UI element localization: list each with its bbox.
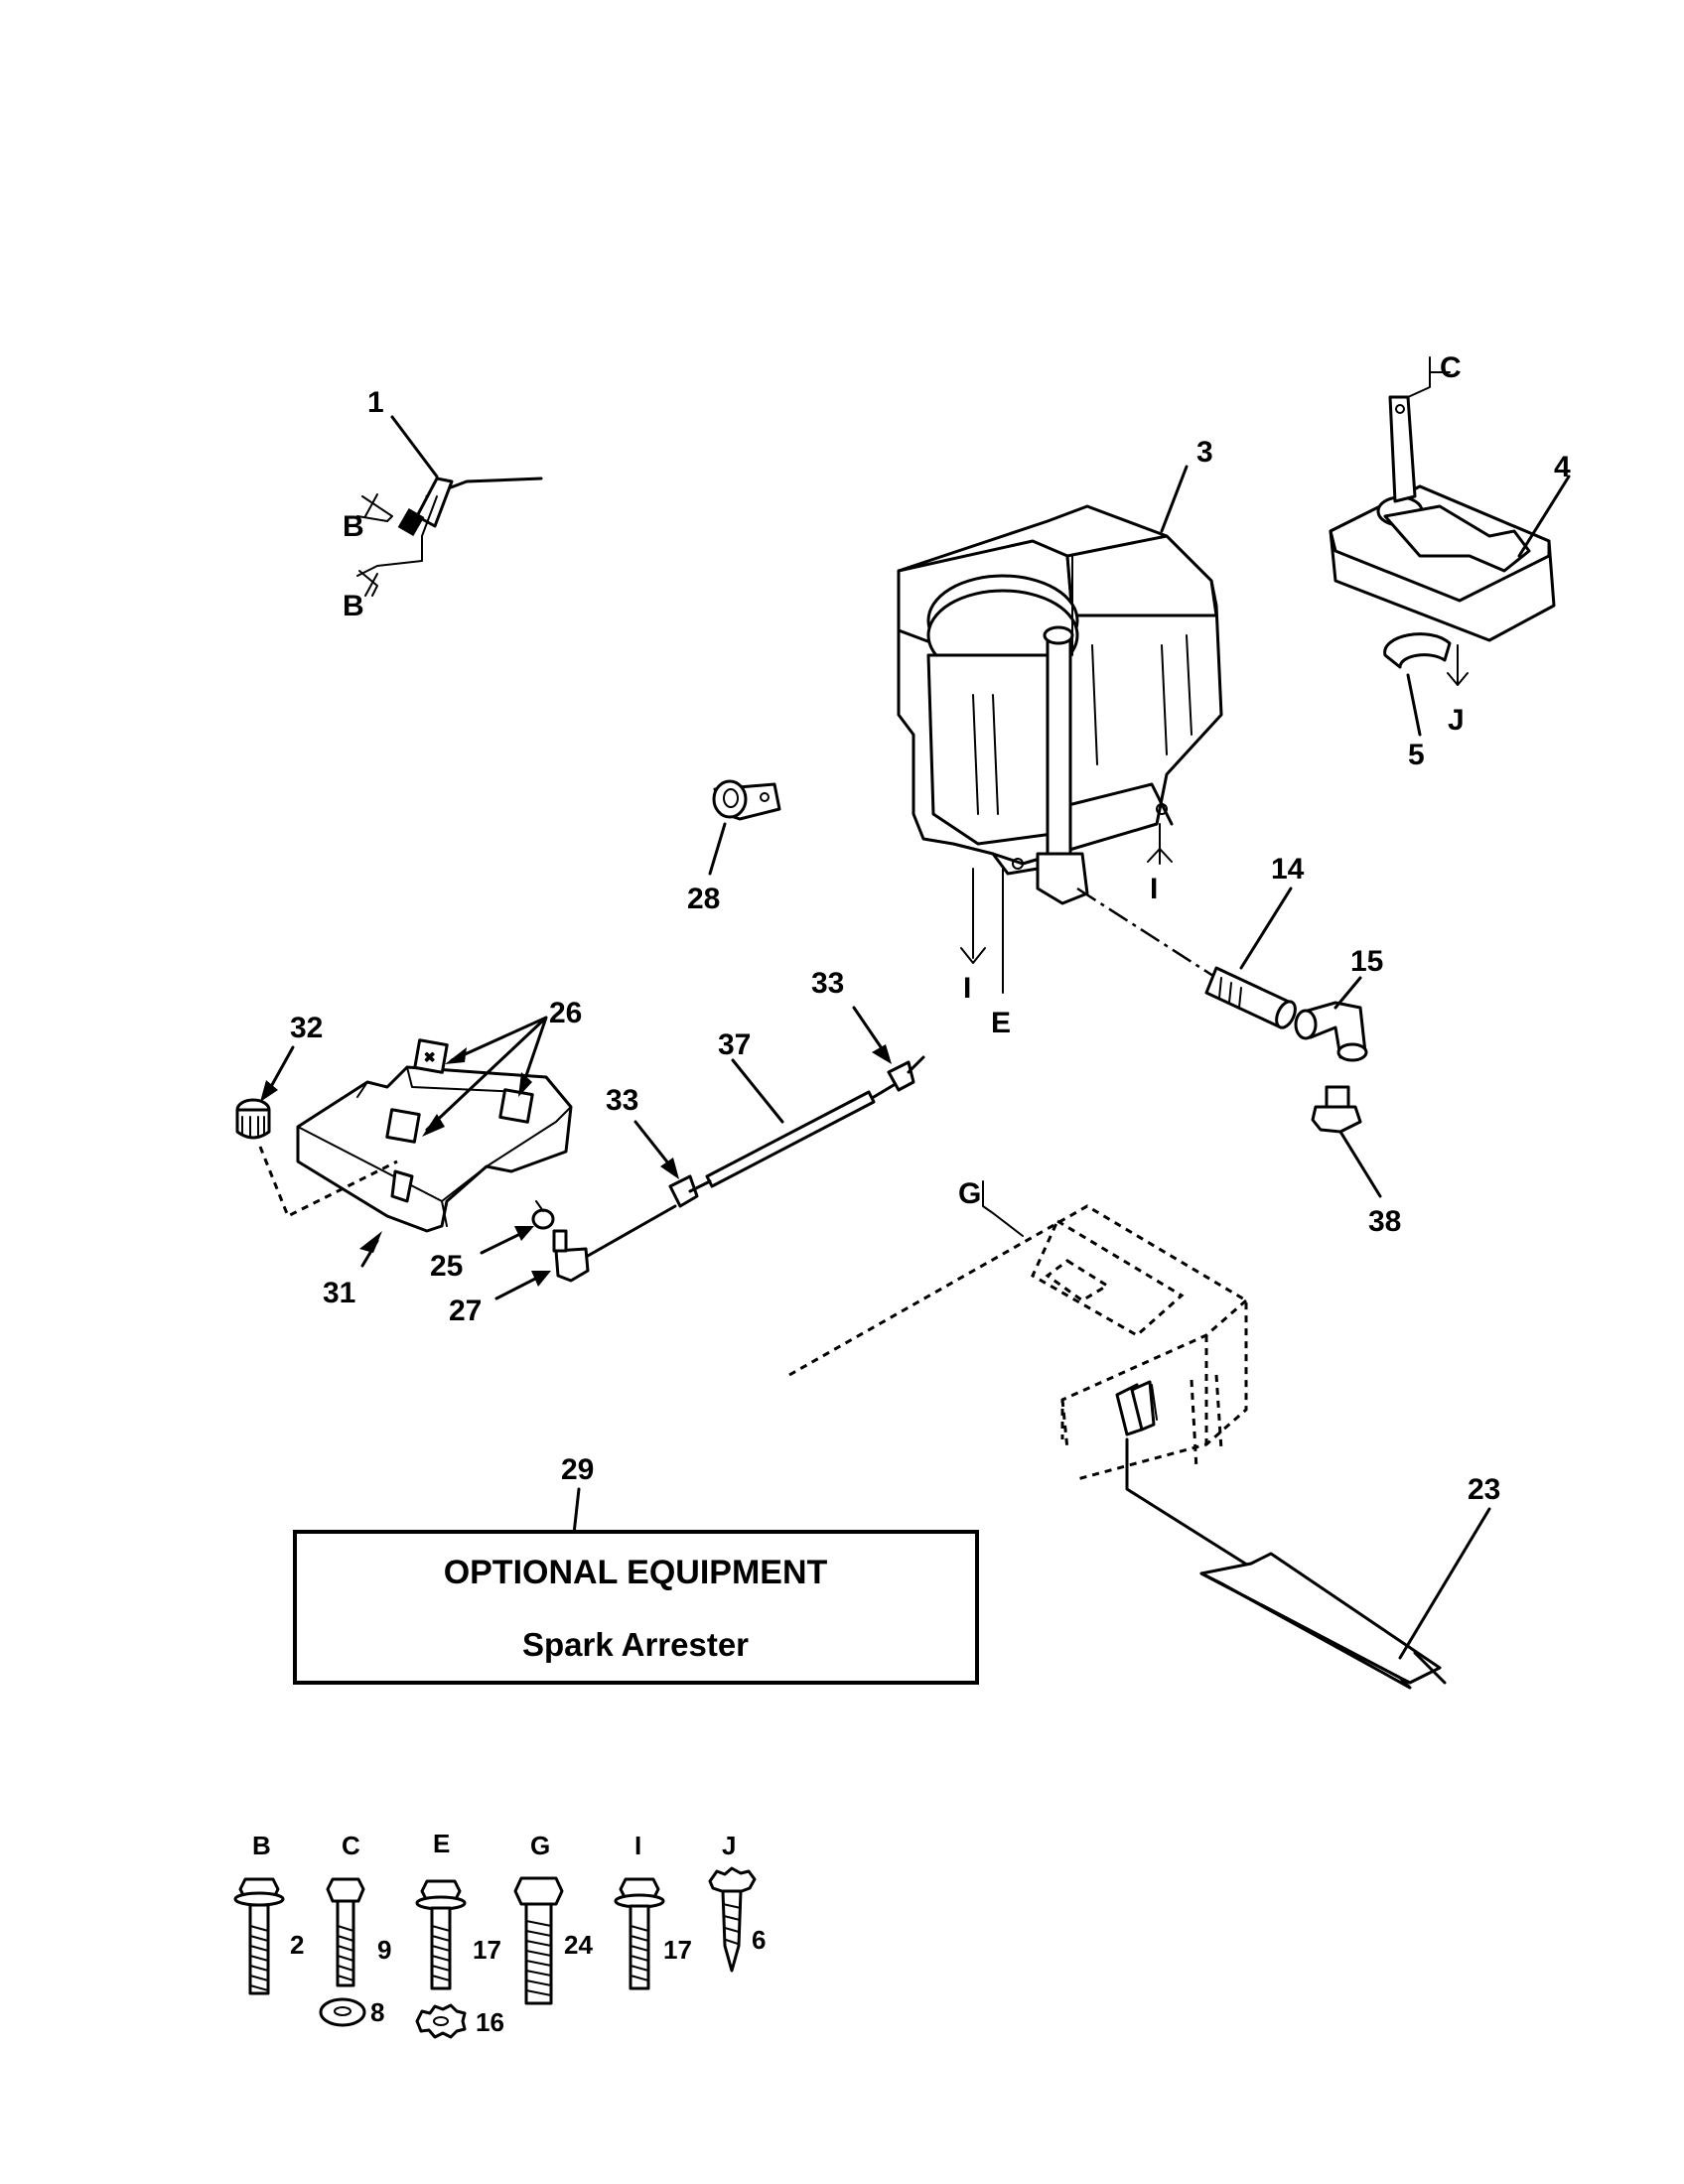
cap-leader-dashed — [258, 1146, 398, 1219]
part-28-clamp — [712, 779, 781, 821]
fastener-ref-c: C — [1440, 351, 1462, 384]
callout-27: 27 — [449, 1295, 482, 1327]
callout-33-upper: 33 — [811, 967, 844, 1000]
callout-31: 31 — [323, 1277, 355, 1309]
exhaust-centerline — [1076, 887, 1217, 980]
fastener-key: B 2 C 9 8 E 17 — [233, 1829, 766, 2039]
fastener-ref-b-lower: B — [343, 590, 364, 622]
callout-5: 5 — [1408, 739, 1425, 771]
bolt-b-icon — [233, 1877, 285, 1995]
fastener-key-letter-b: B — [252, 1831, 271, 1860]
callout-4: 4 — [1554, 451, 1571, 483]
screw-j-icon — [708, 1866, 757, 1973]
part-31-fuel-tank: × — [296, 1038, 573, 1233]
part-38-plug — [1311, 1085, 1362, 1134]
washer-flat-icon — [319, 1997, 366, 2027]
fastener-ref-g: G — [958, 1177, 981, 1210]
part-23-deflector — [1125, 1437, 1447, 1690]
fastener-ref-j: J — [1448, 704, 1465, 737]
part-4-muffler — [1329, 356, 1556, 642]
part-14-pipe-nipple — [1204, 966, 1297, 1029]
fastener-ref-i-left: I — [963, 972, 971, 1005]
part-3-engine — [897, 504, 1223, 905]
part-32-fuel-cap — [235, 1098, 271, 1140]
optional-equipment-title: OPTIONAL EQUIPMENT — [444, 1554, 828, 1591]
fastener-ref-i-right: I — [1150, 873, 1158, 905]
callout-32: 32 — [290, 1012, 323, 1044]
callout-28: 28 — [687, 883, 720, 915]
optional-equipment-box: OPTIONAL EQUIPMENT Spark Arrester — [293, 1530, 979, 1685]
optional-equipment-subtitle: Spark Arrester — [522, 1626, 749, 1663]
fastener-key-size-g: 24 — [564, 1930, 593, 1960]
fastener-key-size-b: 2 — [290, 1930, 304, 1960]
part-25-fitting — [531, 1200, 555, 1230]
callout-3: 3 — [1196, 436, 1213, 469]
callout-29: 29 — [561, 1453, 594, 1486]
bolt-c-icon — [326, 1877, 365, 1987]
frame-outline-dashed — [788, 1204, 1248, 1481]
fastener-ref-e: E — [991, 1007, 1011, 1039]
fastener-key-size-c: 9 — [377, 1935, 391, 1965]
callout-33-lower: 33 — [606, 1084, 638, 1117]
fastener-key-size-i: 17 — [663, 1935, 692, 1965]
fastener-key-letter-c: C — [342, 1831, 360, 1860]
bolt-e-icon — [415, 1879, 467, 1990]
fastener-key-letter-e: E — [433, 1829, 450, 1858]
svg-text:×: × — [425, 1049, 434, 1066]
part-15-elbow — [1294, 1001, 1368, 1062]
part-33-clamp-upper — [887, 1055, 925, 1092]
fastener-key-washer-e: 16 — [476, 2007, 504, 2037]
part-37-fuel-line — [705, 1080, 901, 1188]
fastener-key-size-e: 17 — [473, 1935, 501, 1965]
bolt-g-icon — [513, 1876, 564, 2005]
fastener-ref-b-upper: B — [343, 510, 364, 543]
callout-23: 23 — [1468, 1473, 1500, 1506]
fastener-key-washer-c: 8 — [370, 1997, 384, 2027]
callout-14: 14 — [1271, 853, 1305, 886]
fastener-key-size-j: 6 — [752, 1925, 766, 1955]
callout-15: 15 — [1350, 945, 1383, 978]
fastener-key-letter-i: I — [634, 1831, 641, 1860]
fastener-key-letter-g: G — [530, 1831, 550, 1860]
callout-26: 26 — [549, 997, 582, 1029]
part-27-shutoff-valve — [552, 1229, 590, 1283]
part-5-muffler-clamp — [1383, 632, 1469, 686]
callout-37: 37 — [718, 1028, 751, 1061]
callout-1: 1 — [367, 386, 384, 419]
washer-lock-icon — [415, 2003, 467, 2039]
fuel-line-lower — [586, 1204, 677, 1258]
callout-25: 25 — [430, 1250, 463, 1283]
part-1-throttle-control — [356, 415, 543, 597]
fastener-key-letter-j: J — [722, 1831, 736, 1860]
part-33-clamp-lower — [668, 1174, 712, 1208]
callout-38: 38 — [1368, 1205, 1401, 1238]
bolt-i-icon — [614, 1877, 665, 1990]
